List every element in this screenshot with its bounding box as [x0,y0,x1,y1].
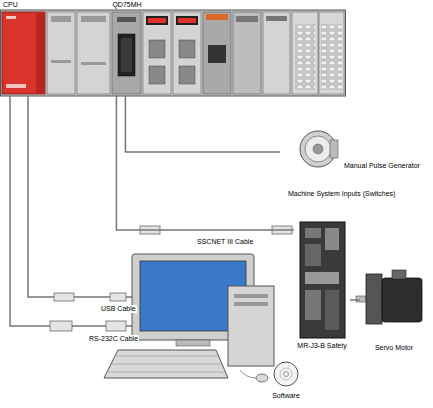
cable-connector [116,96,294,230]
part-label: Software [272,392,300,400]
cpu-module: CPU [0,0,46,96]
pc-cables [10,96,132,326]
software-media: Software [266,360,306,404]
software-cd [274,362,298,386]
part-label: MR-J3-B Safety [297,342,346,350]
part-label: Manual Pulse Generator [344,162,420,170]
part-label: CPU [3,1,18,9]
part-label: Servo Motor [375,344,413,352]
plc-rack [1,10,346,96]
part-label: QD75MH [112,1,141,9]
servo-motor-unit: Servo Motor [360,264,428,352]
cable-connector [350,299,360,301]
cable-label: RS-232C Cable [88,335,139,343]
cable-label: USB Cable [100,305,137,313]
cable-connector [125,96,280,152]
servo-amplifier [300,222,345,338]
manual-pulse-generator [300,131,338,167]
cable-label: SSCNET III Cable [196,238,254,246]
personal-computer [104,254,274,382]
positioning-module: QD75MH [110,0,143,96]
pulse-generator-unit: Manual Pulse GeneratorMachine System Inp… [280,120,430,200]
servo-motor [356,270,422,324]
servo-amplifier-unit: MR-J3-B Safety [294,218,350,354]
part-sublabel: Machine System Inputs (Switches) [288,190,395,198]
